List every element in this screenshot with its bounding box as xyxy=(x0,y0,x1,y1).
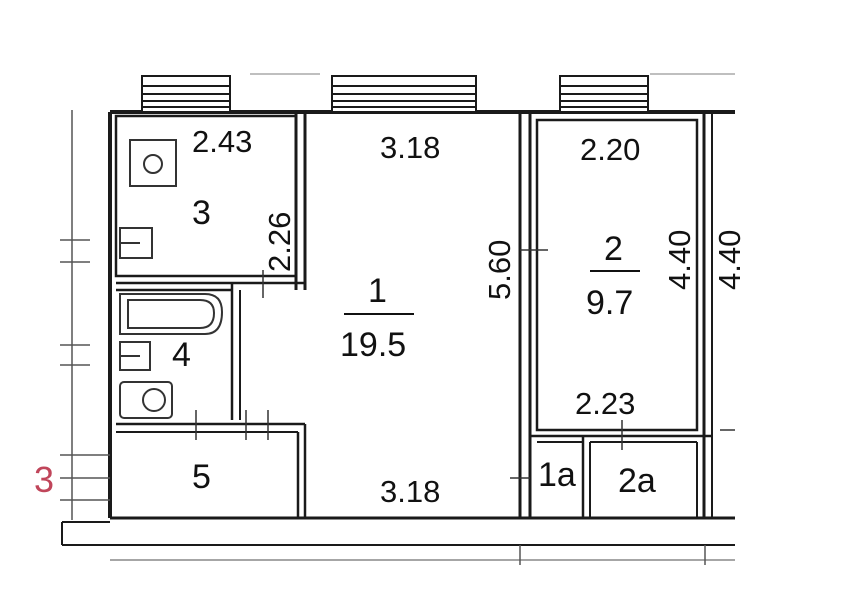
walls xyxy=(61,110,735,546)
room-2-number: 2 xyxy=(604,230,623,268)
room-2-area: 9.7 xyxy=(586,284,633,322)
room-4-label: 4 xyxy=(172,336,191,374)
dim-room2-top: 2.20 xyxy=(580,132,640,167)
window-icon xyxy=(141,75,231,113)
room-3-label: 3 xyxy=(192,194,211,232)
side-marker: 3 xyxy=(34,459,54,500)
room-1-number: 1 xyxy=(368,272,387,310)
room-1a-label: 1a xyxy=(538,456,576,494)
window-icon xyxy=(559,75,649,113)
dimension-ticks xyxy=(195,249,735,479)
dim-neighbor-partial: 4.40 xyxy=(712,230,747,290)
bathtub-icon xyxy=(119,293,224,335)
room-2a-label: 2a xyxy=(618,462,656,500)
dim-room2-bottom: 2.23 xyxy=(575,386,635,421)
sink-icon xyxy=(119,227,153,259)
toilet-icon xyxy=(119,381,173,419)
dim-room2-depth: 4.40 xyxy=(662,230,697,290)
window-icon xyxy=(331,75,477,113)
dim-room3-depth: 2.26 xyxy=(262,212,297,272)
washbasin-icon xyxy=(119,341,151,371)
dim-room1-bottom: 3.18 xyxy=(380,474,440,509)
dim-room3-width: 2.43 xyxy=(192,124,252,159)
room-5-label: 5 xyxy=(192,458,211,496)
left-wall-ticks xyxy=(60,110,735,565)
room-1-area: 19.5 xyxy=(340,326,406,364)
dim-room1-depth: 5.60 xyxy=(482,240,517,300)
stove-icon xyxy=(129,139,177,187)
dim-room1-top: 3.18 xyxy=(380,130,440,165)
